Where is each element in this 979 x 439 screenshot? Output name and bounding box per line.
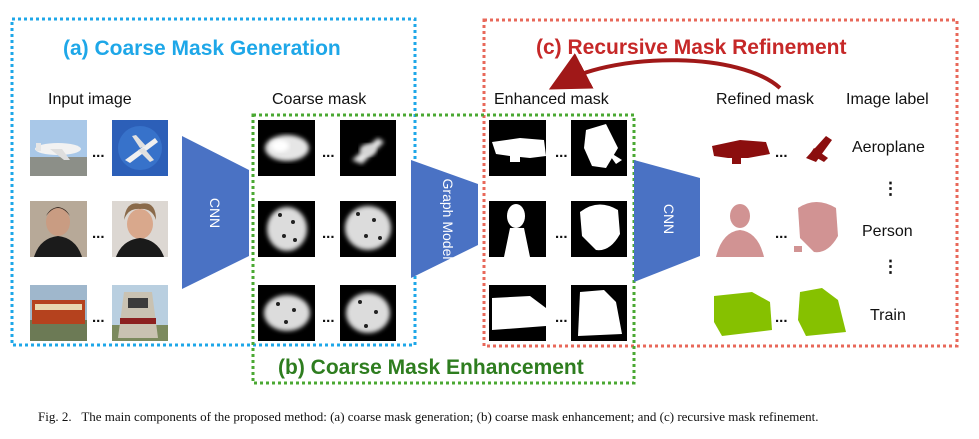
enhanced-mask-person-2 (571, 201, 627, 257)
cnn-block-right: CNN (634, 160, 700, 282)
ellipsis-enhanced-1: ... (555, 144, 568, 161)
cnn-right-label: CNN (661, 204, 677, 234)
input-image-train-1 (30, 285, 87, 341)
coarse-mask-train-1 (258, 285, 315, 341)
input-image-aeroplane-1 (30, 120, 87, 176)
section-b-title-bg (258, 352, 618, 380)
section-a-title: (a) Coarse Mask Generation (63, 37, 341, 60)
caption-text: The main components of the proposed meth… (81, 409, 819, 424)
refined-mask-train-1 (714, 292, 772, 336)
section-c-box (482, 18, 959, 348)
enhanced-mask-aeroplane-1 (489, 120, 546, 176)
section-b-title: (b) Coarse Mask Enhancement (278, 356, 584, 379)
recursive-arrow (548, 53, 782, 90)
ellipsis-refined-3: ... (775, 309, 788, 326)
enhanced-mask-train-1 (489, 285, 546, 341)
ellipsis-input-2: ... (92, 225, 105, 242)
enhanced-mask-train-2 (571, 285, 627, 341)
ellipsis-coarse-1: ... (322, 144, 335, 161)
coarse-mask-person-2 (340, 201, 396, 257)
label-refined-mask: Refined mask (716, 91, 815, 108)
label-enhanced-mask: Enhanced mask (494, 91, 610, 108)
coarse-mask-aeroplane-1 (258, 120, 315, 176)
coarse-mask-person-1 (258, 201, 315, 257)
label-input-image: Input image (48, 91, 132, 108)
input-image-train-2 (112, 285, 168, 341)
class-label-train: Train (870, 307, 906, 324)
input-image-aeroplane-2 (112, 120, 168, 176)
cnn-block-left: CNN (182, 136, 249, 289)
refined-mask-aeroplane-2 (806, 136, 832, 162)
vertical-ellipsis-2: ⋮ (882, 257, 899, 276)
class-label-person: Person (862, 223, 913, 240)
ellipsis-refined-1: ... (775, 144, 788, 161)
graph-model-label: Graph Model (440, 179, 456, 260)
class-label-aeroplane: Aeroplane (852, 139, 925, 156)
ellipsis-enhanced-3: ... (555, 309, 568, 326)
cnn-left-label: CNN (207, 198, 223, 228)
caption-prefix: Fig. 2. (38, 409, 72, 424)
vertical-ellipsis-1: ⋮ (882, 179, 899, 198)
label-image-label: Image label (846, 91, 929, 108)
label-coarse-mask: Coarse mask (272, 91, 367, 108)
ellipsis-refined-2: ... (775, 225, 788, 242)
graph-model-block: Graph Model (411, 160, 478, 278)
input-image-person-2 (112, 201, 168, 257)
figure-caption: Fig. 2. The main components of the propo… (38, 409, 968, 425)
ellipsis-coarse-3: ... (322, 309, 335, 326)
ellipsis-group: ... ... ... ... ... ... ... ... ... ... … (92, 144, 788, 326)
enhanced-mask-aeroplane-2 (571, 120, 627, 176)
refined-mask-train-2 (798, 288, 846, 336)
coarse-mask-aeroplane-2 (340, 120, 396, 176)
input-image-person-1 (30, 201, 87, 257)
section-c-title: (c) Recursive Mask Refinement (536, 36, 846, 59)
ellipsis-input-3: ... (92, 309, 105, 326)
refined-mask-aeroplane-1 (712, 140, 770, 164)
ellipsis-coarse-2: ... (322, 225, 335, 242)
ellipsis-enhanced-2: ... (555, 225, 568, 242)
ellipsis-input-1: ... (92, 144, 105, 161)
refined-mask-person-2 (794, 202, 838, 253)
enhanced-mask-person-1 (489, 201, 546, 257)
refined-mask-person-1 (716, 204, 764, 257)
section-b-box (251, 113, 636, 385)
coarse-mask-train-2 (340, 285, 396, 341)
